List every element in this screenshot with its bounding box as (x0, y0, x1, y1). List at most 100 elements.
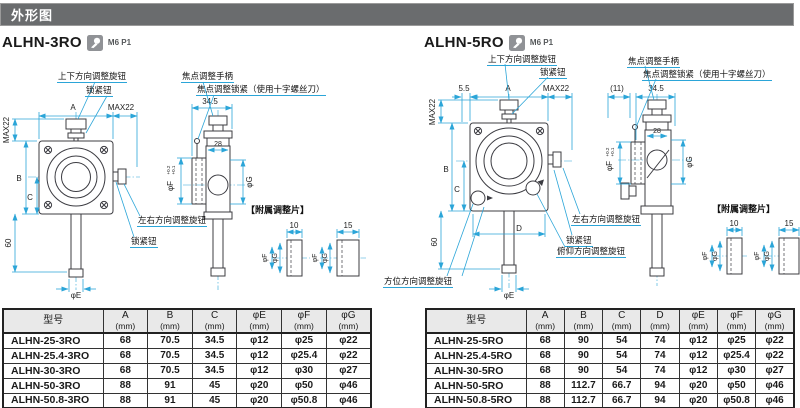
model-cell: ALHN-30-5RO (425, 362, 527, 379)
column-header: C(mm) (602, 308, 642, 334)
value-cell: 70.5 (147, 332, 193, 349)
callout-lock-knob-top: 锁紧钮 (539, 67, 567, 80)
callout-leftright-knob: 左右方向调整旋钮 (571, 214, 642, 227)
model-cell: ALHN-50.8-5RO (425, 392, 527, 408)
value-cell: 90 (563, 362, 604, 379)
value-cell: φ12 (678, 362, 718, 379)
value-cell: φ12 (678, 332, 718, 349)
callout-focus-handle: 焦点调整手柄 (181, 71, 235, 84)
dim-label: φF (262, 254, 269, 263)
model-title-alhn-5ro: ALHN-5RO M6 P1 (424, 34, 553, 51)
value-cell: φ22 (755, 332, 795, 349)
column-header: φE(mm) (678, 308, 718, 334)
dim-label: φG (272, 253, 279, 263)
thread-spec: M6 P1 (107, 38, 132, 47)
value-cell: φ50.8 (716, 392, 757, 408)
column-header: A(mm) (102, 308, 149, 334)
model-cell: ALHN-50-3RO (2, 377, 104, 394)
value-cell: φ46 (755, 392, 795, 408)
dim-label: φF (605, 161, 614, 171)
updown-adjust-knob (65, 118, 87, 142)
column-header: φG(mm) (325, 308, 372, 334)
value-cell: 74 (640, 347, 680, 364)
value-cell: φ46 (755, 377, 795, 394)
value-cell: 68 (102, 332, 149, 349)
dim-label: MAX22 (108, 103, 135, 112)
value-cell: 88 (102, 377, 149, 394)
dim-label: C (454, 185, 460, 194)
value-cell: 91 (147, 392, 193, 408)
value-cell: φ27 (325, 362, 372, 379)
dim-tolerance: +0.1 (610, 147, 615, 156)
dim-label: C (27, 193, 33, 202)
value-cell: 54 (602, 362, 642, 379)
alhn-5ro-front-view: 5.5 A MAX22 MAX22 B C 60 D φE (428, 63, 581, 300)
value-cell: 54 (602, 347, 642, 364)
value-cell: 88 (525, 392, 565, 408)
value-cell: φ25.4 (281, 347, 327, 364)
value-cell: 68 (525, 347, 565, 364)
dim-label: B (443, 165, 448, 174)
model-name: ALHN-5RO (424, 34, 504, 51)
value-cell: 45 (191, 392, 238, 408)
thumbscrew-icon (508, 34, 525, 51)
dim-label: 60 (4, 238, 13, 247)
value-cell: 45 (191, 377, 238, 394)
value-cell: φ22 (325, 332, 372, 349)
column-header: φG(mm) (755, 308, 795, 334)
column-header: A(mm) (525, 308, 565, 334)
dim-label: 5.5 (458, 84, 470, 93)
column-header: C(mm) (191, 308, 238, 334)
dim-label: 10 (290, 221, 299, 230)
dim-label: 15 (344, 221, 353, 230)
column-header: D(mm) (640, 308, 680, 334)
column-header: B(mm) (563, 308, 604, 334)
value-cell: φ30 (716, 362, 757, 379)
model-title-alhn-3ro: ALHN-3RO M6 P1 (2, 34, 131, 51)
thumbscrew-icon (86, 34, 103, 51)
value-cell: 90 (563, 347, 604, 364)
model-cell: ALHN-25.4-5RO (425, 347, 527, 364)
value-cell: φ20 (236, 392, 283, 408)
alhn-3ro-front-view: A MAX22 MAX22 B C 60 φE (2, 81, 141, 300)
pitch-adjust-knob-side (620, 182, 637, 200)
value-cell: 112.7 (563, 392, 604, 408)
value-cell: φ30 (281, 362, 327, 379)
page-title: 外形图 (11, 8, 54, 23)
column-header: B(mm) (147, 308, 193, 334)
callout-focus-handle: 焦点调整手柄 (627, 56, 681, 69)
value-cell: 68 (525, 362, 565, 379)
dim-tolerance: +0.2 (166, 165, 171, 174)
callout-azimuth-knob: 方位方向调整旋钮 (383, 276, 454, 289)
dim-label: 15 (785, 219, 794, 228)
dim-label: φG (685, 156, 694, 167)
dim-label: φE (504, 291, 515, 300)
page-header-bar: 外形图 (0, 3, 794, 26)
leftright-adjust-knob (547, 151, 562, 168)
column-header: φF(mm) (281, 308, 327, 334)
value-cell: 34.5 (191, 347, 238, 364)
column-header: 型号 (425, 308, 527, 334)
focus-lock-screw (632, 124, 638, 142)
callout-focus-lock: 焦点调整锁紧（使用十字螺丝刀） (642, 69, 772, 82)
model-name: ALHN-3RO (2, 34, 82, 51)
callout-lock-knob-side: 锁紧钮 (130, 236, 158, 249)
dim-label: 10 (730, 219, 739, 228)
callout-lock-knob-top: 锁紧钮 (85, 85, 113, 98)
dim-label: MAX22 (428, 98, 437, 125)
value-cell: 70.5 (147, 347, 193, 364)
model-cell: ALHN-50-5RO (425, 377, 527, 394)
value-cell: φ22 (755, 347, 795, 364)
callout-leftright-knob: 左右方向调整旋钮 (137, 215, 208, 228)
dim-tolerance: +0.2 (605, 147, 610, 156)
